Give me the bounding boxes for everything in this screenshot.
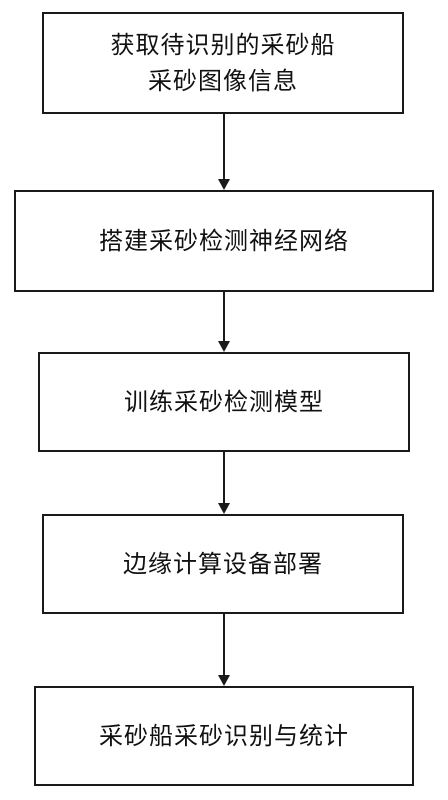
step-4-label: 边缘计算设备部署: [123, 550, 323, 578]
arrow-shaft: [223, 292, 225, 342]
arrow-down-icon: [218, 452, 230, 514]
step-1-label-line-2: 采砂图像信息: [148, 67, 298, 95]
step-recognize-count-box: 采砂船采砂识别与统计: [34, 686, 414, 786]
arrow-shaft: [223, 452, 225, 504]
step-1-label-line-1: 获取待识别的采砂船: [110, 31, 336, 59]
arrow-down-icon: [218, 114, 230, 190]
arrow-shaft: [223, 114, 225, 180]
step-build-network-box: 搭建采砂检测神经网络: [14, 190, 434, 292]
step-train-model-box: 训练采砂检测模型: [38, 352, 410, 452]
arrow-head: [218, 503, 230, 514]
step-5-label: 采砂船采砂识别与统计: [99, 722, 349, 750]
arrow-head: [218, 341, 230, 352]
arrow-down-icon: [218, 292, 230, 352]
arrow-down-icon: [218, 614, 230, 686]
step-3-label: 训练采砂检测模型: [124, 388, 324, 416]
step-edge-deploy-box: 边缘计算设备部署: [42, 514, 404, 614]
arrow-head: [218, 675, 230, 686]
step-acquire-image-box: 获取待识别的采砂船 采砂图像信息: [42, 12, 404, 114]
step-2-label: 搭建采砂检测神经网络: [99, 227, 349, 255]
arrow-head: [218, 179, 230, 190]
arrow-shaft: [223, 614, 225, 676]
